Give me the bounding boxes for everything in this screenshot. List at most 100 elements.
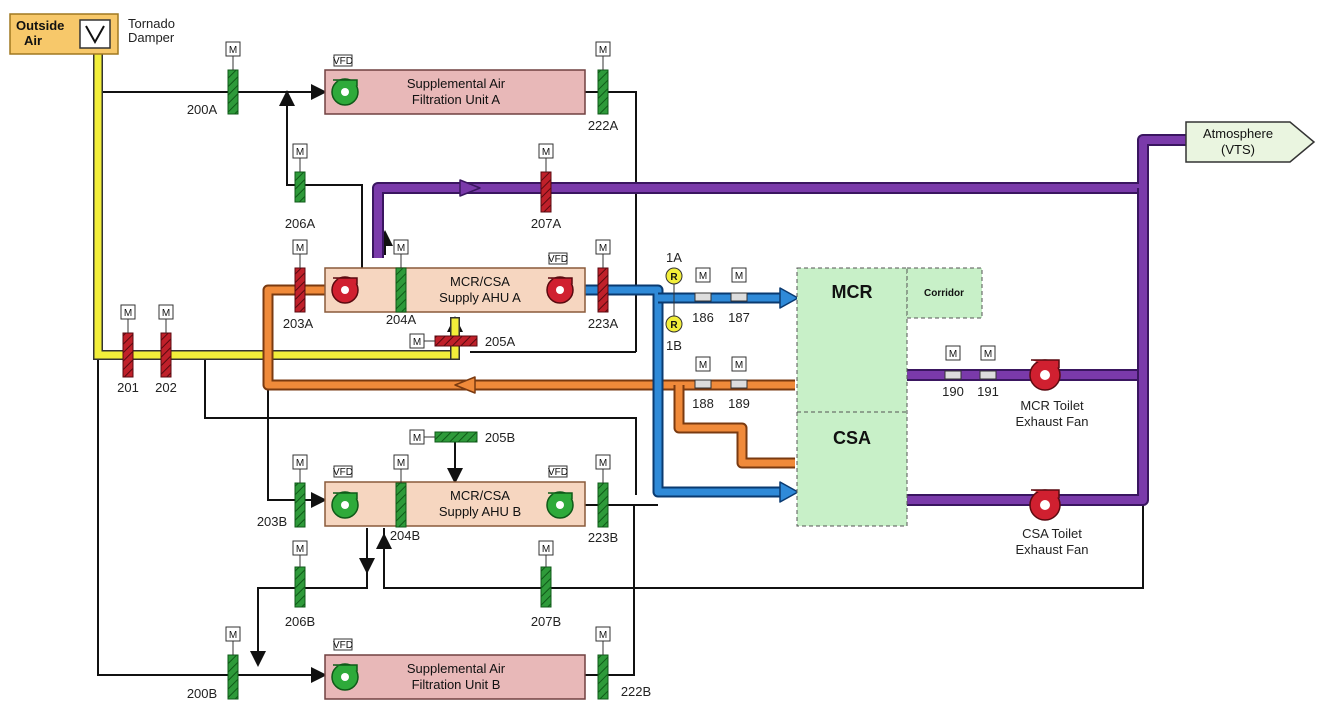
- saf-a-label-1: Supplemental Air: [407, 76, 506, 91]
- m-200b: M: [229, 630, 237, 641]
- m-204b: M: [397, 458, 405, 469]
- vfd-ahu-b-inlet: VFD: [333, 467, 353, 478]
- r-1b: R: [670, 320, 678, 331]
- tag-186: 186: [692, 310, 714, 325]
- mcr-label: MCR: [832, 282, 873, 302]
- tag-201: 201: [117, 380, 139, 395]
- exhaust-duct: [372, 134, 1190, 506]
- ahu-b-label-2: Supply AHU B: [439, 504, 521, 519]
- csa-fan-label-1: CSA Toilet: [1022, 526, 1082, 541]
- m-207b: M: [542, 544, 550, 555]
- vfd-saf-a: VFD: [333, 56, 353, 67]
- vfd-saf-b: VFD: [333, 640, 353, 651]
- damper-202: M: [158, 304, 174, 378]
- small-dampers: M M M M M M: [694, 267, 997, 389]
- tag-223a: 223A: [588, 316, 619, 331]
- damper-187: M: [730, 267, 748, 302]
- tag-206b: 206B: [285, 614, 315, 629]
- mcr-fan-label-2: Exhaust Fan: [1016, 414, 1089, 429]
- saf-b-label-1: Supplemental Air: [407, 661, 506, 676]
- saf-b-label-2: Filtration Unit B: [412, 677, 501, 692]
- damper-200b: M: [225, 626, 241, 700]
- monitor-1b-label: 1B: [666, 338, 682, 353]
- radiation-monitor-1b-icon: [665, 315, 683, 333]
- atmosphere-label-1: Atmosphere: [1203, 126, 1273, 141]
- damper-222b: M: [595, 626, 611, 700]
- ahu-a: MCR/CSA Supply AHU A: [324, 267, 586, 313]
- damper-207b: M: [538, 540, 554, 608]
- m-201: M: [124, 308, 132, 319]
- m-188: M: [699, 360, 707, 371]
- fan-ahu-a-inlet: [331, 276, 359, 304]
- damper-191: M: [979, 345, 997, 380]
- damper-206a: M: [292, 143, 308, 203]
- corridor-room: Corridor: [906, 267, 983, 319]
- tag-200b: 200B: [187, 686, 217, 701]
- vfd-ahu-b-outlet: VFD: [548, 467, 568, 478]
- monitor-1a-label: 1A: [666, 250, 682, 265]
- m-187: M: [735, 271, 743, 282]
- tag-207b: 207B: [531, 614, 561, 629]
- damper-223b: M: [595, 454, 611, 528]
- tag-203a: 203A: [283, 316, 314, 331]
- tornado-damper-label-1: Tornado: [128, 16, 175, 31]
- tornado-damper-label-2: Damper: [128, 30, 175, 45]
- m-206b: M: [296, 544, 304, 555]
- damper-204a: M: [393, 239, 409, 313]
- atmosphere-node: Atmosphere (VTS): [1185, 121, 1316, 163]
- fan-saf-b: [331, 663, 359, 691]
- m-190: M: [949, 349, 957, 360]
- tag-222b: 222B: [621, 684, 651, 699]
- m-203b: M: [296, 458, 304, 469]
- damper-204b: M: [393, 454, 409, 528]
- radiation-monitors: R R 1A 1B: [665, 250, 683, 353]
- damper-188: M: [694, 356, 712, 389]
- damper-200a: M: [225, 41, 241, 115]
- m-205a: M: [413, 337, 421, 348]
- damper-189: M: [730, 356, 748, 389]
- m-206a: M: [296, 147, 304, 158]
- tag-200a: 200A: [187, 102, 218, 117]
- outside-air-label-2: Air: [24, 33, 42, 48]
- tag-202: 202: [155, 380, 177, 395]
- radiation-monitor-1a-icon: [665, 267, 683, 285]
- tag-222a: 222A: [588, 118, 619, 133]
- tag-206a: 206A: [285, 216, 316, 231]
- tag-223b: 223B: [588, 530, 618, 545]
- vfd-ahu-a: VFD: [548, 254, 568, 265]
- m-202: M: [162, 308, 170, 319]
- fan-ahu-a-outlet: [546, 276, 574, 304]
- damper-203a: M: [292, 239, 308, 313]
- tag-189: 189: [728, 396, 750, 411]
- fan-ahu-b-inlet: [331, 491, 359, 519]
- ahu-a-label-1: MCR/CSA: [450, 274, 510, 289]
- saf-unit-a: Supplemental Air Filtration Unit A: [324, 69, 586, 115]
- tag-203b: 203B: [257, 514, 287, 529]
- damper-206b: M: [292, 540, 308, 608]
- damper-186: M: [694, 267, 712, 302]
- fan-ahu-b-outlet: [546, 491, 574, 519]
- atmosphere-label-2: (VTS): [1221, 142, 1255, 157]
- csa-fan-label-2: Exhaust Fan: [1016, 542, 1089, 557]
- mcr-toilet-exhaust-fan: [1029, 359, 1061, 391]
- csa-toilet-exhaust-fan: [1029, 489, 1061, 521]
- saf-unit-b: Supplemental Air Filtration Unit B: [324, 654, 586, 700]
- tag-190: 190: [942, 384, 964, 399]
- outside-air-box: Outside Air: [9, 13, 119, 55]
- m-223a: M: [599, 243, 607, 254]
- tag-204b: 204B: [390, 528, 420, 543]
- outside-air-label-1: Outside: [16, 18, 64, 33]
- tag-187: 187: [728, 310, 750, 325]
- m-223b: M: [599, 458, 607, 469]
- m-222b: M: [599, 630, 607, 641]
- csa-label: CSA: [833, 428, 871, 448]
- fan-saf-a: [331, 78, 359, 106]
- damper-203b: M: [292, 454, 308, 528]
- tornado-damper-icon: [85, 25, 105, 45]
- m-204a: M: [397, 243, 405, 254]
- corridor-label: Corridor: [924, 288, 964, 299]
- damper-201: M: [120, 304, 136, 378]
- ahu-a-label-2: Supply AHU A: [439, 290, 521, 305]
- m-191: M: [984, 349, 992, 360]
